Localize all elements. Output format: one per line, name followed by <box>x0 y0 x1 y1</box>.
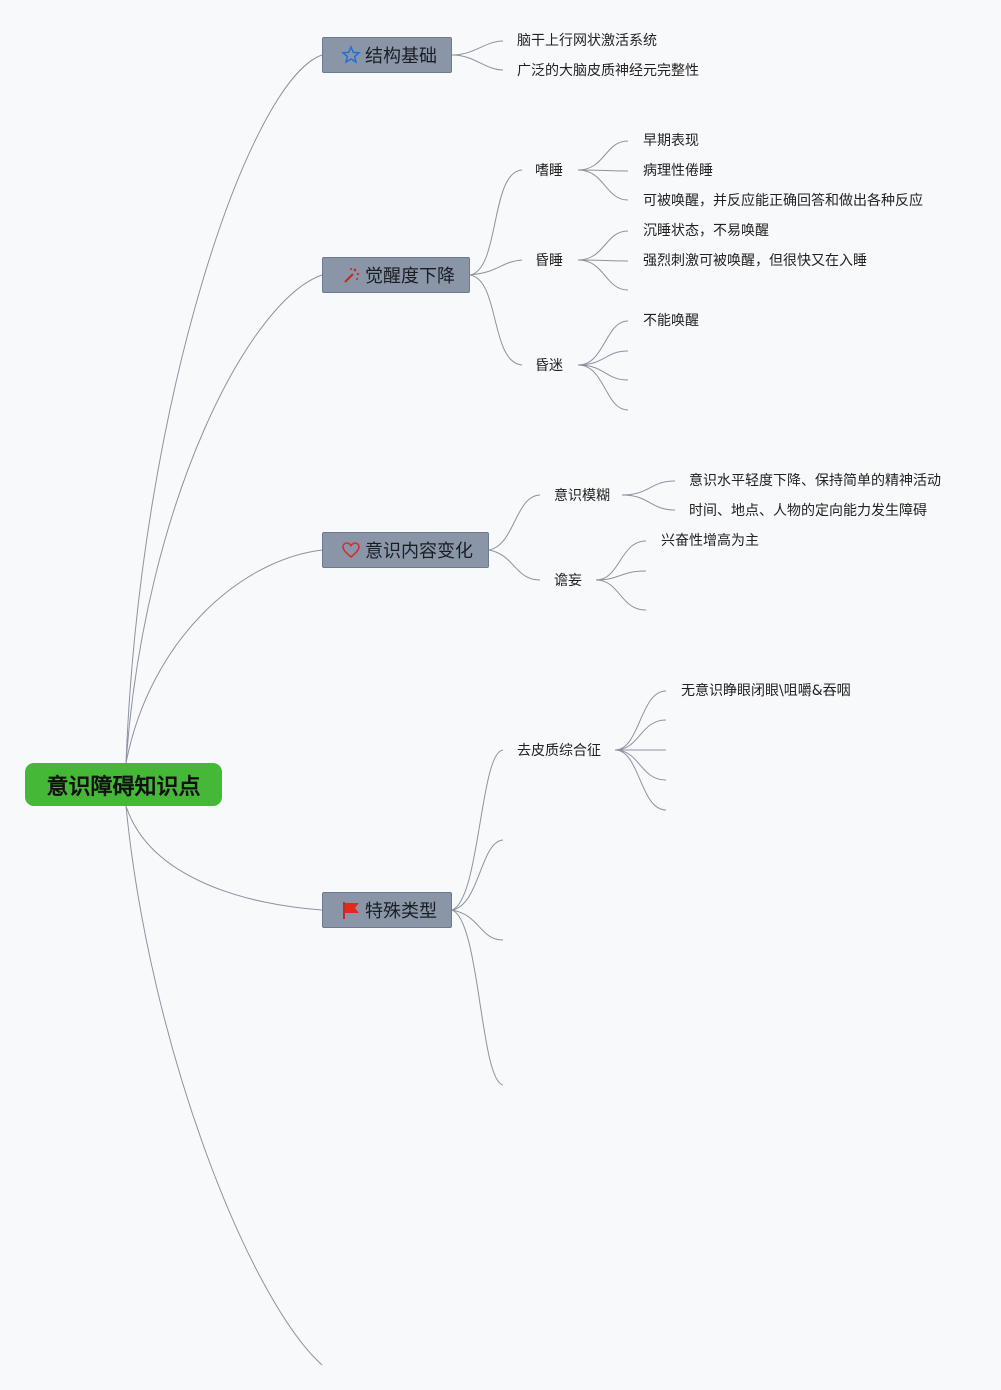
link-l3-20 <box>614 749 667 811</box>
link-root-special <box>125 805 323 911</box>
branch-label: 意识内容变化 <box>365 541 473 562</box>
branch-structure[interactable]: 结构基础 <box>322 37 452 73</box>
link-special-4 <box>451 909 504 1086</box>
link-root-arousal <box>125 274 323 764</box>
link-root-content <box>125 549 323 764</box>
link-l3-15 <box>595 579 647 611</box>
branch-label: 特殊类型 <box>365 901 437 922</box>
link-content-2 <box>488 549 541 581</box>
link-l3-5 <box>577 259 629 262</box>
branch-label: 觉醒度下降 <box>365 266 455 287</box>
node-structure-1[interactable]: 脑干上行网状激活系统 <box>517 33 657 49</box>
node-confusion[interactable]: 意识模糊 <box>554 488 610 504</box>
node-decorticate[interactable]: 去皮质综合征 <box>517 743 601 759</box>
link-l3-16 <box>614 690 667 751</box>
link-structure-2 <box>451 54 504 71</box>
link-structure-1 <box>451 40 504 56</box>
link-l3-7 <box>577 320 629 366</box>
star-icon <box>341 45 361 65</box>
node-leaf[interactable]: 无意识睁眼闭眼\咀嚼&吞咽 <box>681 683 851 699</box>
link-content-1 <box>488 494 541 551</box>
node-leaf[interactable]: 不能唤醒 <box>643 313 699 329</box>
branch-content[interactable]: 意识内容变化 <box>322 532 489 568</box>
link-special-2 <box>451 839 504 911</box>
node-drowsiness[interactable]: 嗜睡 <box>535 163 563 179</box>
root-node[interactable]: 意识障碍知识点 <box>25 763 222 806</box>
link-special-3 <box>451 909 504 941</box>
link-root-structure <box>125 54 323 764</box>
link-arousal-2 <box>469 259 523 276</box>
node-leaf[interactable]: 可被唤醒，并反应能正确回答和做出各种反应 <box>643 193 923 209</box>
branch-special[interactable]: 特殊类型 <box>322 892 452 928</box>
link-l3-2 <box>577 169 629 172</box>
link-l3-17 <box>614 719 667 751</box>
node-delirium[interactable]: 谵妄 <box>554 573 582 589</box>
branch-label: 结构基础 <box>365 46 437 67</box>
link-l3-6 <box>577 259 629 291</box>
link-l3-8 <box>577 350 629 366</box>
link-l3-3 <box>577 169 629 201</box>
link-arousal-3 <box>469 274 523 366</box>
link-root-empty <box>125 805 323 1366</box>
link-l3-10 <box>577 364 629 411</box>
heart-icon <box>341 540 361 560</box>
link-special-1 <box>451 749 504 911</box>
node-coma[interactable]: 昏迷 <box>535 358 563 374</box>
node-leaf[interactable]: 时间、地点、人物的定向能力发生障碍 <box>689 503 927 519</box>
node-lethargy[interactable]: 昏睡 <box>535 253 563 269</box>
node-leaf[interactable]: 强烈刺激可被唤醒，但很快又在入睡 <box>643 253 867 269</box>
magic-wand-icon <box>341 265 361 285</box>
node-leaf[interactable]: 意识水平轻度下降、保持简单的精神活动 <box>689 473 941 489</box>
red-flag-icon <box>341 900 361 920</box>
link-l3-13 <box>595 540 647 581</box>
link-l3-11 <box>621 480 676 496</box>
node-leaf[interactable]: 兴奋性增高为主 <box>661 533 759 549</box>
node-leaf[interactable]: 早期表现 <box>643 133 699 149</box>
link-l3-14 <box>595 570 647 581</box>
link-l3-1 <box>577 140 629 171</box>
link-l3-9 <box>577 364 629 381</box>
link-l3-19 <box>614 749 667 781</box>
link-arousal-1 <box>469 169 523 276</box>
node-leaf[interactable]: 沉睡状态，不易唤醒 <box>643 223 769 239</box>
node-leaf[interactable]: 病理性倦睡 <box>643 163 713 179</box>
link-l3-4 <box>577 230 629 261</box>
branch-arousal[interactable]: 觉醒度下降 <box>322 257 470 293</box>
node-structure-2[interactable]: 广泛的大脑皮质神经元完整性 <box>517 63 699 79</box>
root-label: 意识障碍知识点 <box>46 774 201 800</box>
link-l3-12 <box>621 494 676 511</box>
